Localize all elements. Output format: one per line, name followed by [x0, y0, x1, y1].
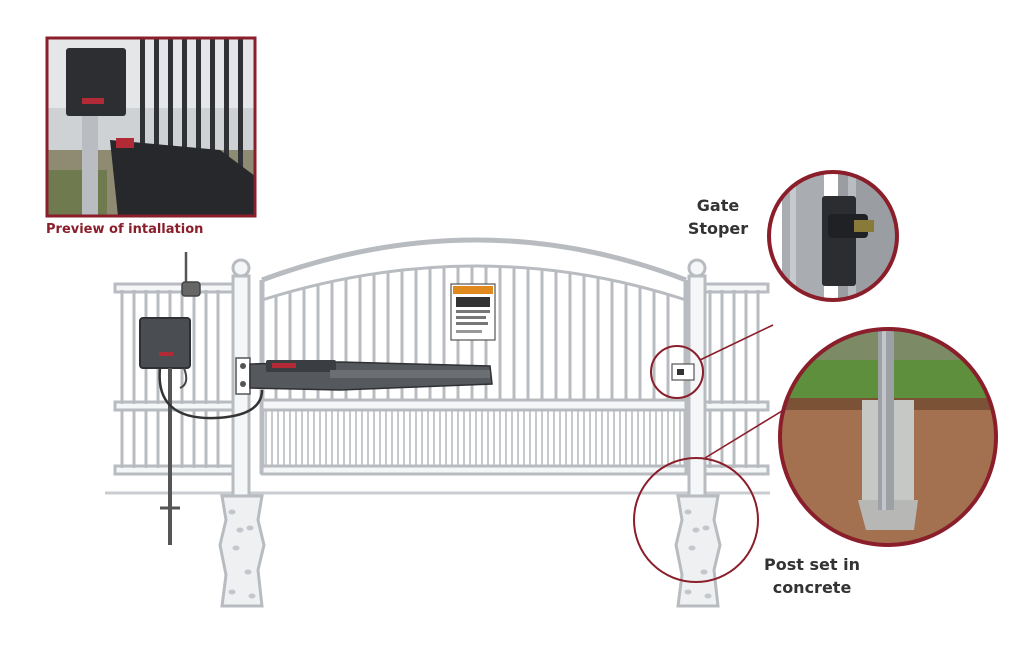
footing-stone [684, 509, 692, 515]
footing-stone [684, 589, 692, 595]
left-fence-section [113, 282, 237, 476]
footing-stone [232, 545, 240, 551]
warning-sign [450, 283, 496, 341]
preview-gate-bar [182, 38, 187, 168]
footing-stone [228, 589, 236, 595]
footing-stone [248, 593, 256, 599]
gate-stopper-label-line-2: Stoper [687, 219, 749, 238]
right-post [674, 258, 722, 608]
gate-stopper-label: Gate Stoper [668, 194, 768, 240]
footing-stone [246, 525, 254, 531]
gate-operator-arm [235, 357, 493, 395]
footing-stone [704, 593, 712, 599]
callout-stopper [650, 324, 774, 399]
footing-stones [228, 509, 712, 599]
footing-stone [688, 545, 696, 551]
preview-gate-bar [140, 38, 145, 168]
preview-gate-bar [168, 38, 173, 168]
preview-gate-bar [238, 38, 243, 168]
footing-stone [244, 569, 252, 575]
footing-stone [702, 525, 710, 531]
left-post [218, 258, 266, 608]
post-concrete-detail [778, 327, 998, 547]
preview-gate-bar [224, 38, 229, 168]
footing-stone [700, 569, 708, 575]
installation-preview-photo [45, 36, 257, 218]
preview-gate-bar [210, 38, 215, 168]
gate-stopper-detail [767, 170, 899, 302]
footing-stone [236, 527, 244, 533]
gate-stopper-label-line-1: Gate [696, 196, 740, 215]
swing-gate [259, 237, 689, 476]
footing-stone [692, 527, 700, 533]
post-concrete-label: Post set in concrete [752, 553, 872, 599]
right-fence-section [700, 282, 770, 476]
gate-stopper-on-gate [671, 363, 695, 381]
preview-gate-bar [196, 38, 201, 168]
preview-caption: Preview of intallation [46, 222, 204, 237]
control-box [139, 252, 201, 545]
preview-gate-bar [154, 38, 159, 168]
post-concrete-label-line-1: Post set in [764, 555, 860, 574]
post-concrete-label-line-2: concrete [772, 578, 852, 597]
operator-cable [158, 367, 264, 420]
footing-stone [228, 509, 236, 515]
